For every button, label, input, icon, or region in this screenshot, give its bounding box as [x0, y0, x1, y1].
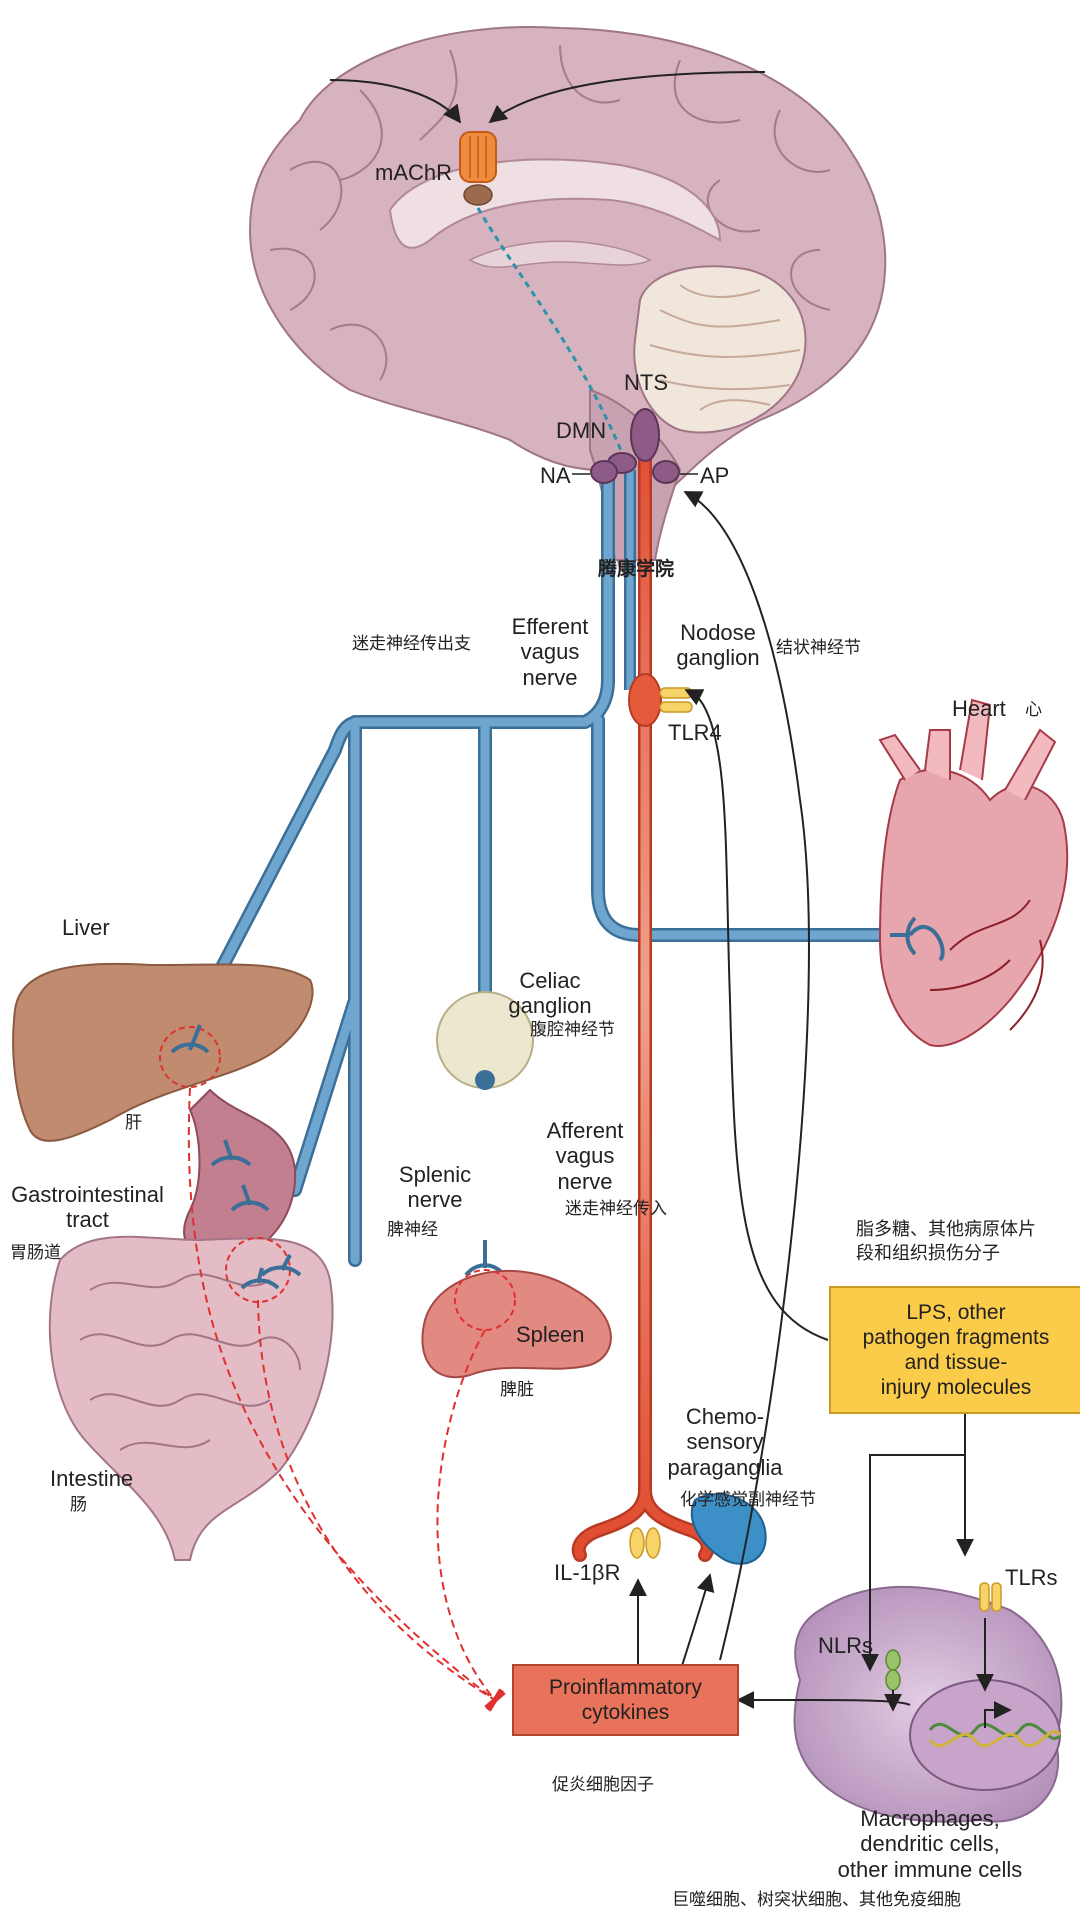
dna-icon — [928, 1722, 1062, 1748]
macrophages-label: Macrophages, dendritic cells, other immu… — [837, 1806, 1023, 1882]
brainstem-nuclei — [590, 408, 680, 484]
intestine-icon — [48, 1235, 334, 1561]
il1br-receptor-icon — [629, 1527, 661, 1559]
dmn-label: DMN — [556, 418, 607, 443]
cytokines-box-shape — [512, 1664, 739, 1736]
brain-icon — [248, 26, 887, 572]
macrophages-zh-label: 巨噬细胞、树突状细胞、其他免疫细胞 — [672, 1890, 961, 1910]
chemo-zh-label: 化学感觉副神经节 — [680, 1490, 816, 1510]
tlr4-label: TLR4 — [668, 720, 722, 745]
nodose-ganglion-icon — [628, 673, 662, 727]
heart-icon — [878, 698, 1069, 1047]
intestine-label: Intestine — [50, 1466, 134, 1491]
liver-label: Liver — [62, 915, 110, 940]
spleen-label: Spleen — [516, 1322, 585, 1347]
nlrs-label: NLRs — [818, 1633, 874, 1658]
cerebellum — [633, 265, 807, 434]
machr-label: mAChR — [375, 160, 453, 185]
paraganglia-icon — [690, 1493, 767, 1565]
splenic-nerve-label: Splenic nerve — [398, 1162, 472, 1213]
lps-box: LPS, other pathogen fragments and tissue… — [862, 1300, 1050, 1400]
nodose-label: Nodose ganglion — [676, 620, 760, 671]
splenic-nerve-zh-label: 脾神经 — [387, 1220, 438, 1240]
machr-receptor-icon — [459, 131, 497, 206]
lps-zh-label: 脂多糖、其他病原体片 段和组织损伤分子 — [856, 1219, 1036, 1265]
afferent-label: Afferent vagus nerve — [546, 1118, 624, 1194]
celiac-zh-label: 腹腔神经节 — [530, 1020, 615, 1040]
efferent-label: Efferent vagus nerve — [511, 614, 589, 690]
cytokines-box: Proinflammatory cytokines — [549, 1675, 702, 1724]
heart-zh-label: 心 — [1025, 700, 1042, 720]
gi-label: Gastrointestinal tract — [11, 1182, 164, 1233]
il1br-label: IL-1βR — [554, 1560, 621, 1585]
stomach-icon — [183, 1088, 297, 1262]
celiac-label: Celiac ganglion — [508, 968, 592, 1019]
afferent-zh-label: 迷走神经传入 — [565, 1199, 667, 1219]
liver-icon — [12, 962, 314, 1142]
lps-box-shape — [829, 1286, 1080, 1414]
cytokines-zh-label: 促炎细胞因子 — [552, 1775, 654, 1795]
ap-label: AP — [700, 463, 730, 488]
tlr4-receptor-icon — [659, 687, 693, 713]
liver-zh-label: 肝 — [125, 1113, 142, 1133]
chemo-label: Chemo- sensory paraganglia — [667, 1404, 783, 1480]
tlrs-label: TLRs — [1005, 1565, 1058, 1590]
watermark-text: 腾康学院 — [598, 558, 675, 580]
spleen-zh-label: 脾脏 — [500, 1380, 534, 1400]
spleen-icon — [421, 1269, 612, 1379]
efferent-zh-label: 迷走神经传出支 — [352, 634, 471, 654]
heart-label: Heart — [952, 696, 1006, 721]
nodose-zh-label: 结状神经节 — [776, 638, 861, 658]
immune-cell-icon — [793, 1582, 1063, 1823]
intestine-zh-label: 肠 — [70, 1495, 87, 1515]
nts-label: NTS — [624, 370, 668, 395]
na-label: NA — [540, 463, 571, 488]
efferent-vagus-nerve-fill — [200, 465, 905, 1265]
gi-zh-label: 胃肠道 — [10, 1243, 61, 1263]
